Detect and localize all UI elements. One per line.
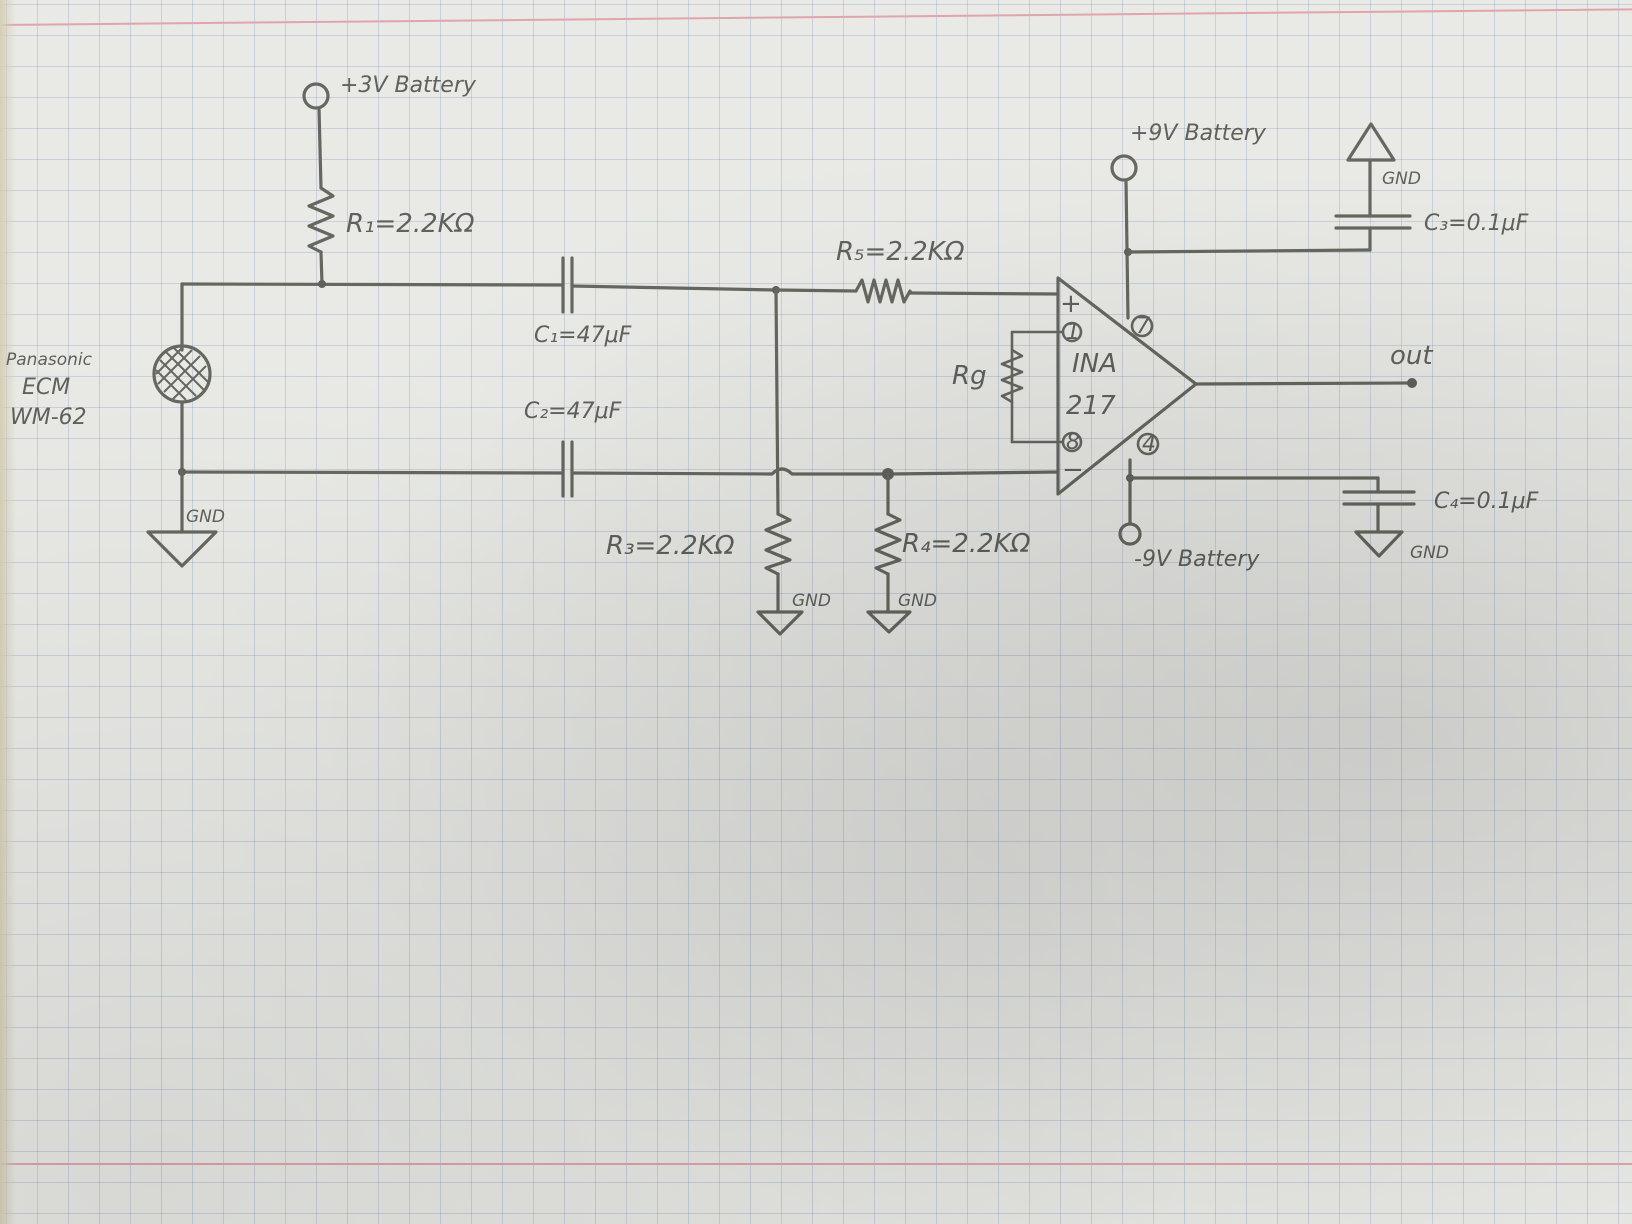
junction (318, 280, 326, 288)
resistor-r5-label: R₅=2.2KΩ (836, 237, 965, 267)
margin-line-bottom (0, 1163, 1632, 1165)
battery-9v-neg-terminal (1118, 458, 1142, 546)
top-wire-r5-in (774, 288, 858, 293)
ground-symbol-mic (146, 470, 218, 568)
resistor-r4-label: R₄=2.2KΩ (902, 529, 1031, 559)
bottom-wire-left (180, 470, 565, 475)
paper-edge (0, 0, 16, 1224)
battery-3v-label: +3V Battery (340, 73, 477, 98)
ground-label-mic: GND (186, 507, 225, 527)
pin8-marker (1061, 431, 1083, 453)
pin-minus-label: − (1062, 455, 1084, 485)
ground-label-c4: GND (1410, 543, 1449, 563)
pin7-marker (1130, 314, 1154, 338)
ina-number-label: 217 (1066, 391, 1116, 421)
battery-9v-pos-label: +9V Battery (1130, 121, 1267, 146)
capacitor-c3-label: C₃=0.1μF (1424, 211, 1529, 236)
resistor-r4 (866, 472, 912, 634)
resistor-rg-label: Rg (952, 361, 987, 391)
output-terminal (1407, 378, 1417, 388)
top-wire-left (180, 282, 565, 287)
resistor-r5 (854, 278, 912, 304)
pin4-label: 4 (1142, 432, 1156, 457)
battery-9v-pos-terminal (1110, 154, 1138, 320)
capacitor-c1-label: C₁=47μF (534, 323, 632, 348)
resistor-r3 (756, 288, 804, 636)
bottom-wire-right (886, 470, 1060, 476)
ina-name-label: INA (1072, 349, 1117, 379)
capacitor-c2 (561, 440, 574, 498)
battery-9v-neg-label: -9V Battery (1134, 547, 1260, 572)
capacitor-c3 (1126, 122, 1412, 254)
pin1-marker (1061, 321, 1083, 343)
capacitor-c2-label: C₂=47μF (524, 399, 622, 424)
pin4-marker (1136, 432, 1160, 456)
pin8-label: 8 (1066, 430, 1080, 455)
mic-model-label: WM-62 (10, 405, 87, 430)
ground-label-r4: GND (898, 591, 937, 611)
resistor-r1-label: R₁=2.2KΩ (346, 209, 475, 239)
mic-type-label: ECM (22, 375, 70, 400)
microphone-wm62 (152, 282, 212, 474)
ground-label-r3: GND (792, 591, 831, 611)
battery-3v-terminal (302, 82, 330, 190)
pin-plus-label: + (1060, 289, 1082, 319)
capacitor-c4-label: C₄=0.1μF (1434, 489, 1539, 514)
capacitor-c4 (1128, 476, 1416, 558)
top-wire-r5-out (908, 291, 1060, 296)
bottom-wire-crossover (570, 467, 890, 476)
resistor-r1 (307, 186, 335, 286)
output-wire (1194, 381, 1412, 386)
resistor-rg (1000, 330, 1064, 444)
capacitor-c1 (561, 256, 574, 314)
ina217-amplifier (1056, 276, 1198, 496)
top-wire-mid (570, 284, 778, 292)
mic-brand-label: Panasonic (6, 350, 93, 370)
resistor-r3-label: R₃=2.2KΩ (606, 531, 735, 561)
output-label: out (1390, 341, 1433, 371)
pin7-label: 7 (1136, 314, 1150, 339)
pin1-label: 1 (1066, 320, 1080, 345)
ground-label-c3: GND (1382, 169, 1421, 189)
